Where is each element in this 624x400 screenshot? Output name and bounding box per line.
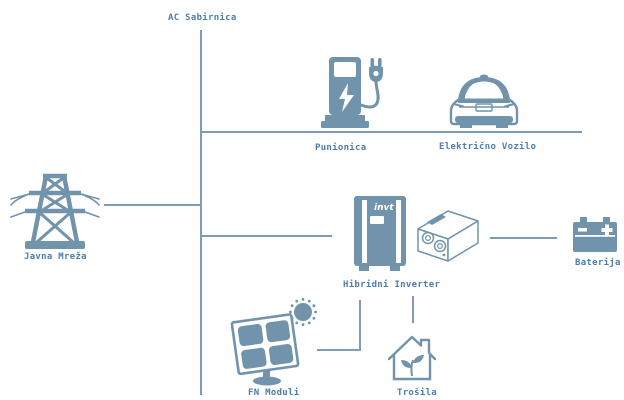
- pv-label: FN Moduli: [248, 388, 300, 398]
- eco-house-icon: [386, 332, 438, 384]
- loads-branch-line: [412, 296, 414, 323]
- battery-label: Baterija: [575, 258, 621, 268]
- inverter-brand-text: invt: [374, 203, 394, 213]
- inverter-label: Hibridni Inverter: [343, 280, 441, 290]
- battery-icon: [572, 216, 618, 254]
- charger-label: Punionica: [315, 143, 367, 153]
- inverter-branch-line: [200, 235, 332, 237]
- grid-label: Javna Mreža: [24, 252, 87, 262]
- vehicle-label: Električno Vozilo: [439, 142, 537, 152]
- pv-branch-line-vertical: [359, 300, 361, 351]
- ac-bus-line: [200, 30, 202, 395]
- hybrid-inverter-icon: invt: [350, 194, 408, 272]
- sun-icon: [288, 297, 318, 327]
- battery-branch-line: [490, 237, 557, 239]
- inverter-3d-box-icon: [412, 205, 484, 267]
- loads-label: Trošila: [397, 388, 438, 398]
- grid-branch-line: [104, 204, 201, 206]
- electric-car-icon: [446, 73, 522, 131]
- ac-bus-label: AC Sabirnica: [168, 13, 237, 23]
- charger-branch-line: [200, 131, 582, 133]
- solar-panel-icon: [226, 310, 306, 388]
- pv-branch-line-horizontal: [317, 349, 361, 351]
- ev-charger-icon: [318, 55, 388, 130]
- transmission-tower-icon: [10, 168, 100, 250]
